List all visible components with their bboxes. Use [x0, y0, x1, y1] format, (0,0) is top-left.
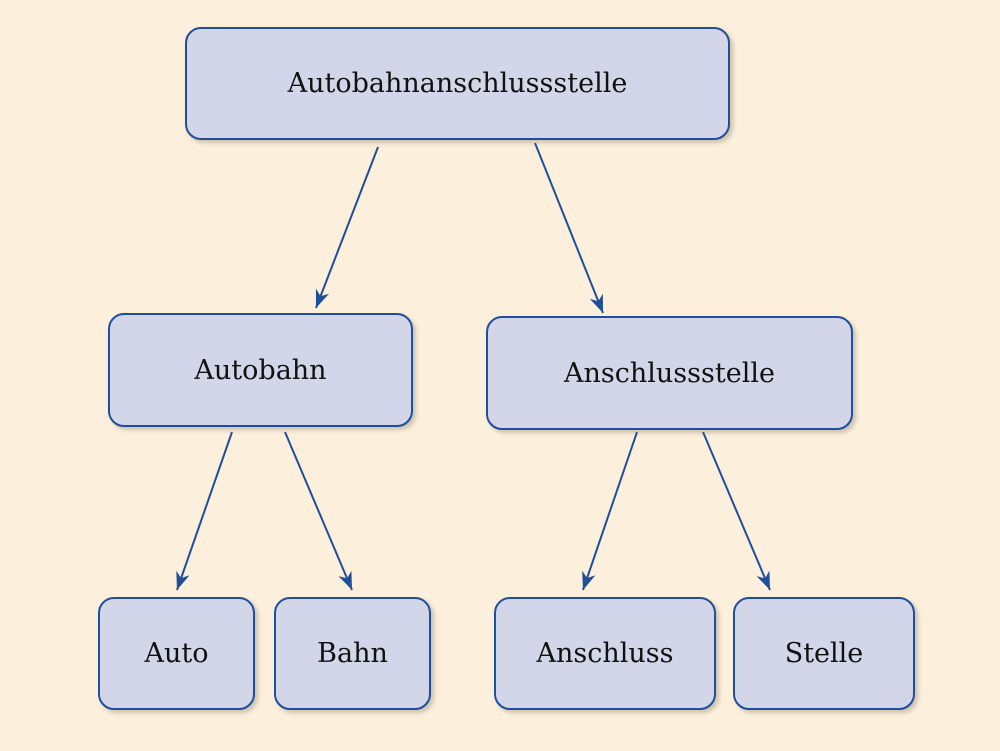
- arrow-root-to-autobahn: [315, 146, 379, 309]
- arrow-anschlussstelle-to-anschluss: [582, 431, 638, 591]
- arrow-autobahn-to-bahn: [284, 431, 353, 591]
- arrowhead-icon: [315, 288, 330, 308]
- arrow-autobahn-to-auto: [176, 431, 233, 591]
- arrowhead-icon: [338, 570, 352, 590]
- node-anschlussstelle: Anschlussstelle: [486, 316, 853, 430]
- node-bahn: Bahn: [274, 597, 431, 710]
- node-root: Autobahnanschlussstelle: [185, 27, 730, 140]
- arrowhead-icon: [176, 570, 190, 590]
- arrowhead-icon: [589, 293, 603, 313]
- node-autobahn: Autobahn: [108, 313, 413, 427]
- arrow-root-to-anschlussstelle: [534, 142, 604, 314]
- node-stelle: Stelle: [733, 597, 915, 710]
- arrowhead-icon: [756, 570, 770, 590]
- node-anschluss: Anschluss: [494, 597, 716, 710]
- arrow-anschlussstelle-to-stelle: [702, 431, 771, 591]
- node-auto: Auto: [98, 597, 255, 710]
- arrowhead-icon: [582, 570, 596, 590]
